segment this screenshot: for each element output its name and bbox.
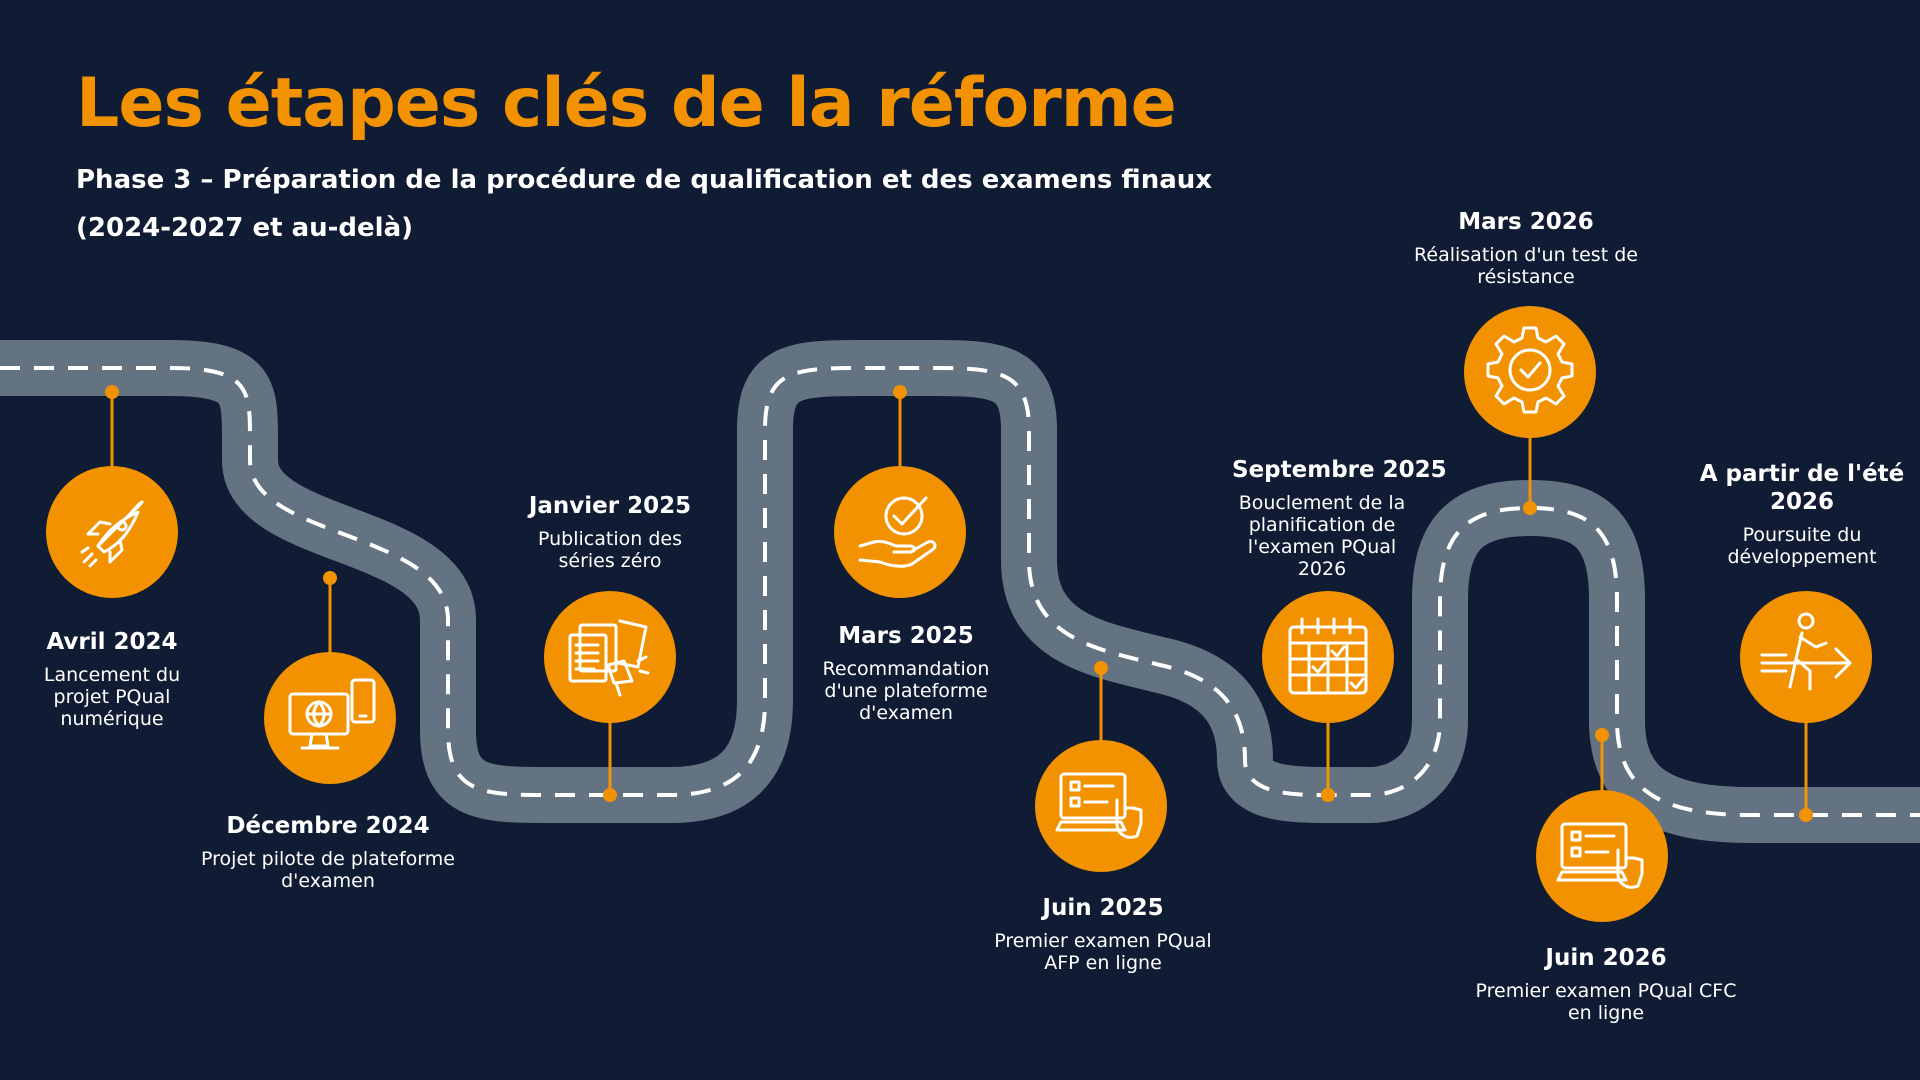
milestone-janvier-2025	[544, 591, 676, 802]
milestone-date: Mars 2025	[838, 623, 974, 649]
milestone-label-mars-2025: Mars 2025 Recommandation d'une plateform…	[811, 622, 1001, 724]
milestone-septembre-2025	[1262, 591, 1394, 802]
page-title: Les étapes clés de la réforme	[76, 64, 1177, 143]
milestone-date: Avril 2024	[46, 629, 178, 655]
person-arrow-icon	[1740, 591, 1872, 723]
milestone-label-septembre-2025: Septembre 2025 Bouclement de la planific…	[1232, 456, 1447, 580]
gear-check-icon	[1464, 306, 1596, 438]
milestone-description: Premier examen PQual CFC en ligne	[1475, 980, 1737, 1024]
page-subtitle: Phase 3 – Préparation de la procédure de…	[76, 165, 1213, 243]
milestone-description: Recommandation d'une plateforme d'examen	[822, 658, 990, 724]
milestone-juin-2026	[1536, 728, 1668, 922]
milestone-label-avril-2024: Avril 2024 Lancement du projet PQual num…	[22, 628, 202, 730]
milestone-label-ete-2026: A partir de l'été 2026 Poursuite du déve…	[1697, 460, 1907, 568]
milestone-label-mars-2026: Mars 2026 Réalisation d'un test de résis…	[1401, 208, 1651, 288]
milestone-decembre-2024	[264, 571, 396, 784]
milestone-label-juin-2026: Juin 2026 Premier examen PQual CFC en li…	[1466, 944, 1746, 1024]
milestone-description: Publication des séries zéro	[538, 528, 682, 572]
milestone-date: Septembre 2025	[1232, 457, 1447, 483]
milestone-date: Décembre 2024	[226, 813, 430, 839]
milestone-avril-2024	[46, 385, 178, 598]
milestone-date: Mars 2026	[1458, 209, 1594, 235]
milestone-description: Réalisation d'un test de résistance	[1414, 244, 1638, 288]
milestone-date: Juin 2025	[1042, 895, 1164, 921]
milestone-description: Bouclement de la planification de l'exam…	[1238, 492, 1406, 580]
milestone-date: A partir de l'été 2026	[1699, 461, 1905, 515]
road-marking	[0, 366, 1920, 817]
milestone-mars-2025	[834, 385, 966, 598]
tablet-checklist-icon	[1536, 790, 1668, 922]
milestone-label-juin-2025: Juin 2025 Premier examen PQual AFP en li…	[983, 894, 1223, 974]
milestone-description: Projet pilote de plateforme d'examen	[201, 848, 455, 892]
milestone-description: Lancement du projet PQual numérique	[43, 664, 181, 730]
milestone-label-janvier-2025: Janvier 2025 Publication des séries zéro	[525, 492, 695, 572]
milestone-description: Poursuite du développement	[1727, 524, 1877, 568]
milestone-ete-2026	[1740, 591, 1872, 822]
documents-megaphone-icon	[544, 591, 676, 723]
milestone-date: Juin 2026	[1545, 945, 1667, 971]
milestone-juin-2025	[1035, 661, 1167, 872]
hand-check-icon	[834, 466, 966, 598]
milestone-date: Janvier 2025	[528, 493, 692, 519]
tablet-checklist-icon	[1035, 740, 1167, 872]
milestone-description: Premier examen PQual AFP en ligne	[994, 930, 1212, 974]
milestone-mars-2026	[1464, 306, 1596, 515]
milestone-label-decembre-2024: Décembre 2024 Projet pilote de plateform…	[178, 812, 478, 892]
